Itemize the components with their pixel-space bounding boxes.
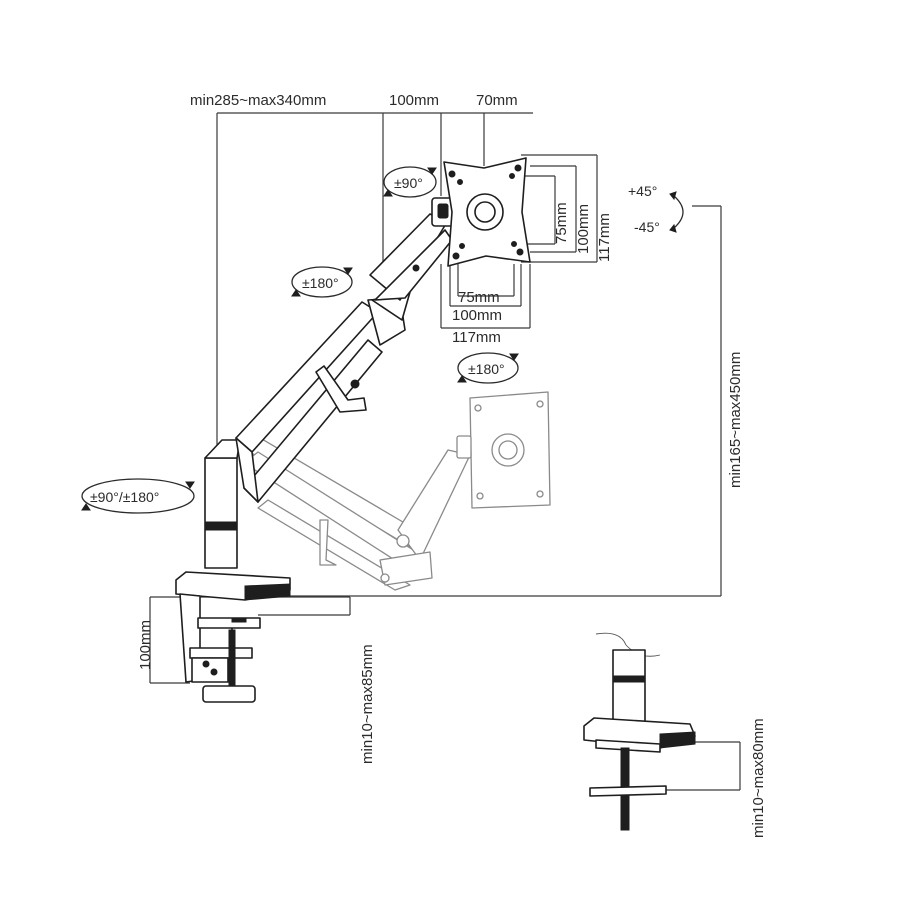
lowered-arm-ghost xyxy=(237,391,551,591)
base-swivel-label: ±90°/±180° xyxy=(90,489,159,505)
vesa-v75-label: 75mm xyxy=(553,202,570,244)
dimension-labels: min285~max340mm 100mm 70mm 75mm 100mm 11… xyxy=(137,92,767,838)
clamp-height-label: 100mm xyxy=(137,620,154,670)
grommet-mount xyxy=(583,632,696,831)
rotation-labels: ±90° ±180° ±180° ±90°/±180° +45° -45° xyxy=(90,175,660,505)
height-range-label: min165~max450mm xyxy=(727,352,744,488)
plate-offset-label: 100mm xyxy=(389,92,439,109)
arm-reach-label: min285~max340mm xyxy=(190,92,326,109)
main-arm xyxy=(175,157,531,703)
tilt-minus-label: -45° xyxy=(634,219,660,235)
vesa-h100-label: 100mm xyxy=(452,307,502,324)
grommet-range-label: min10~max80mm xyxy=(750,718,767,838)
plate-top-label: 70mm xyxy=(476,92,518,109)
swivel-180-arm-label: ±180° xyxy=(302,275,339,291)
vesa-h75-label: 75mm xyxy=(458,289,500,306)
vesa-v100-label: 100mm xyxy=(575,204,592,254)
tilt-plus-label: +45° xyxy=(628,183,657,199)
plate-v117-label: 117mm xyxy=(596,213,613,262)
plate-h117-label: 117mm xyxy=(452,329,501,346)
tilt-90-label: ±90° xyxy=(394,175,423,191)
rotate-180-plate-label: ±180° xyxy=(468,361,505,377)
clamp-range-label: min10~max85mm xyxy=(359,644,376,764)
rotation-indicators xyxy=(81,166,684,514)
